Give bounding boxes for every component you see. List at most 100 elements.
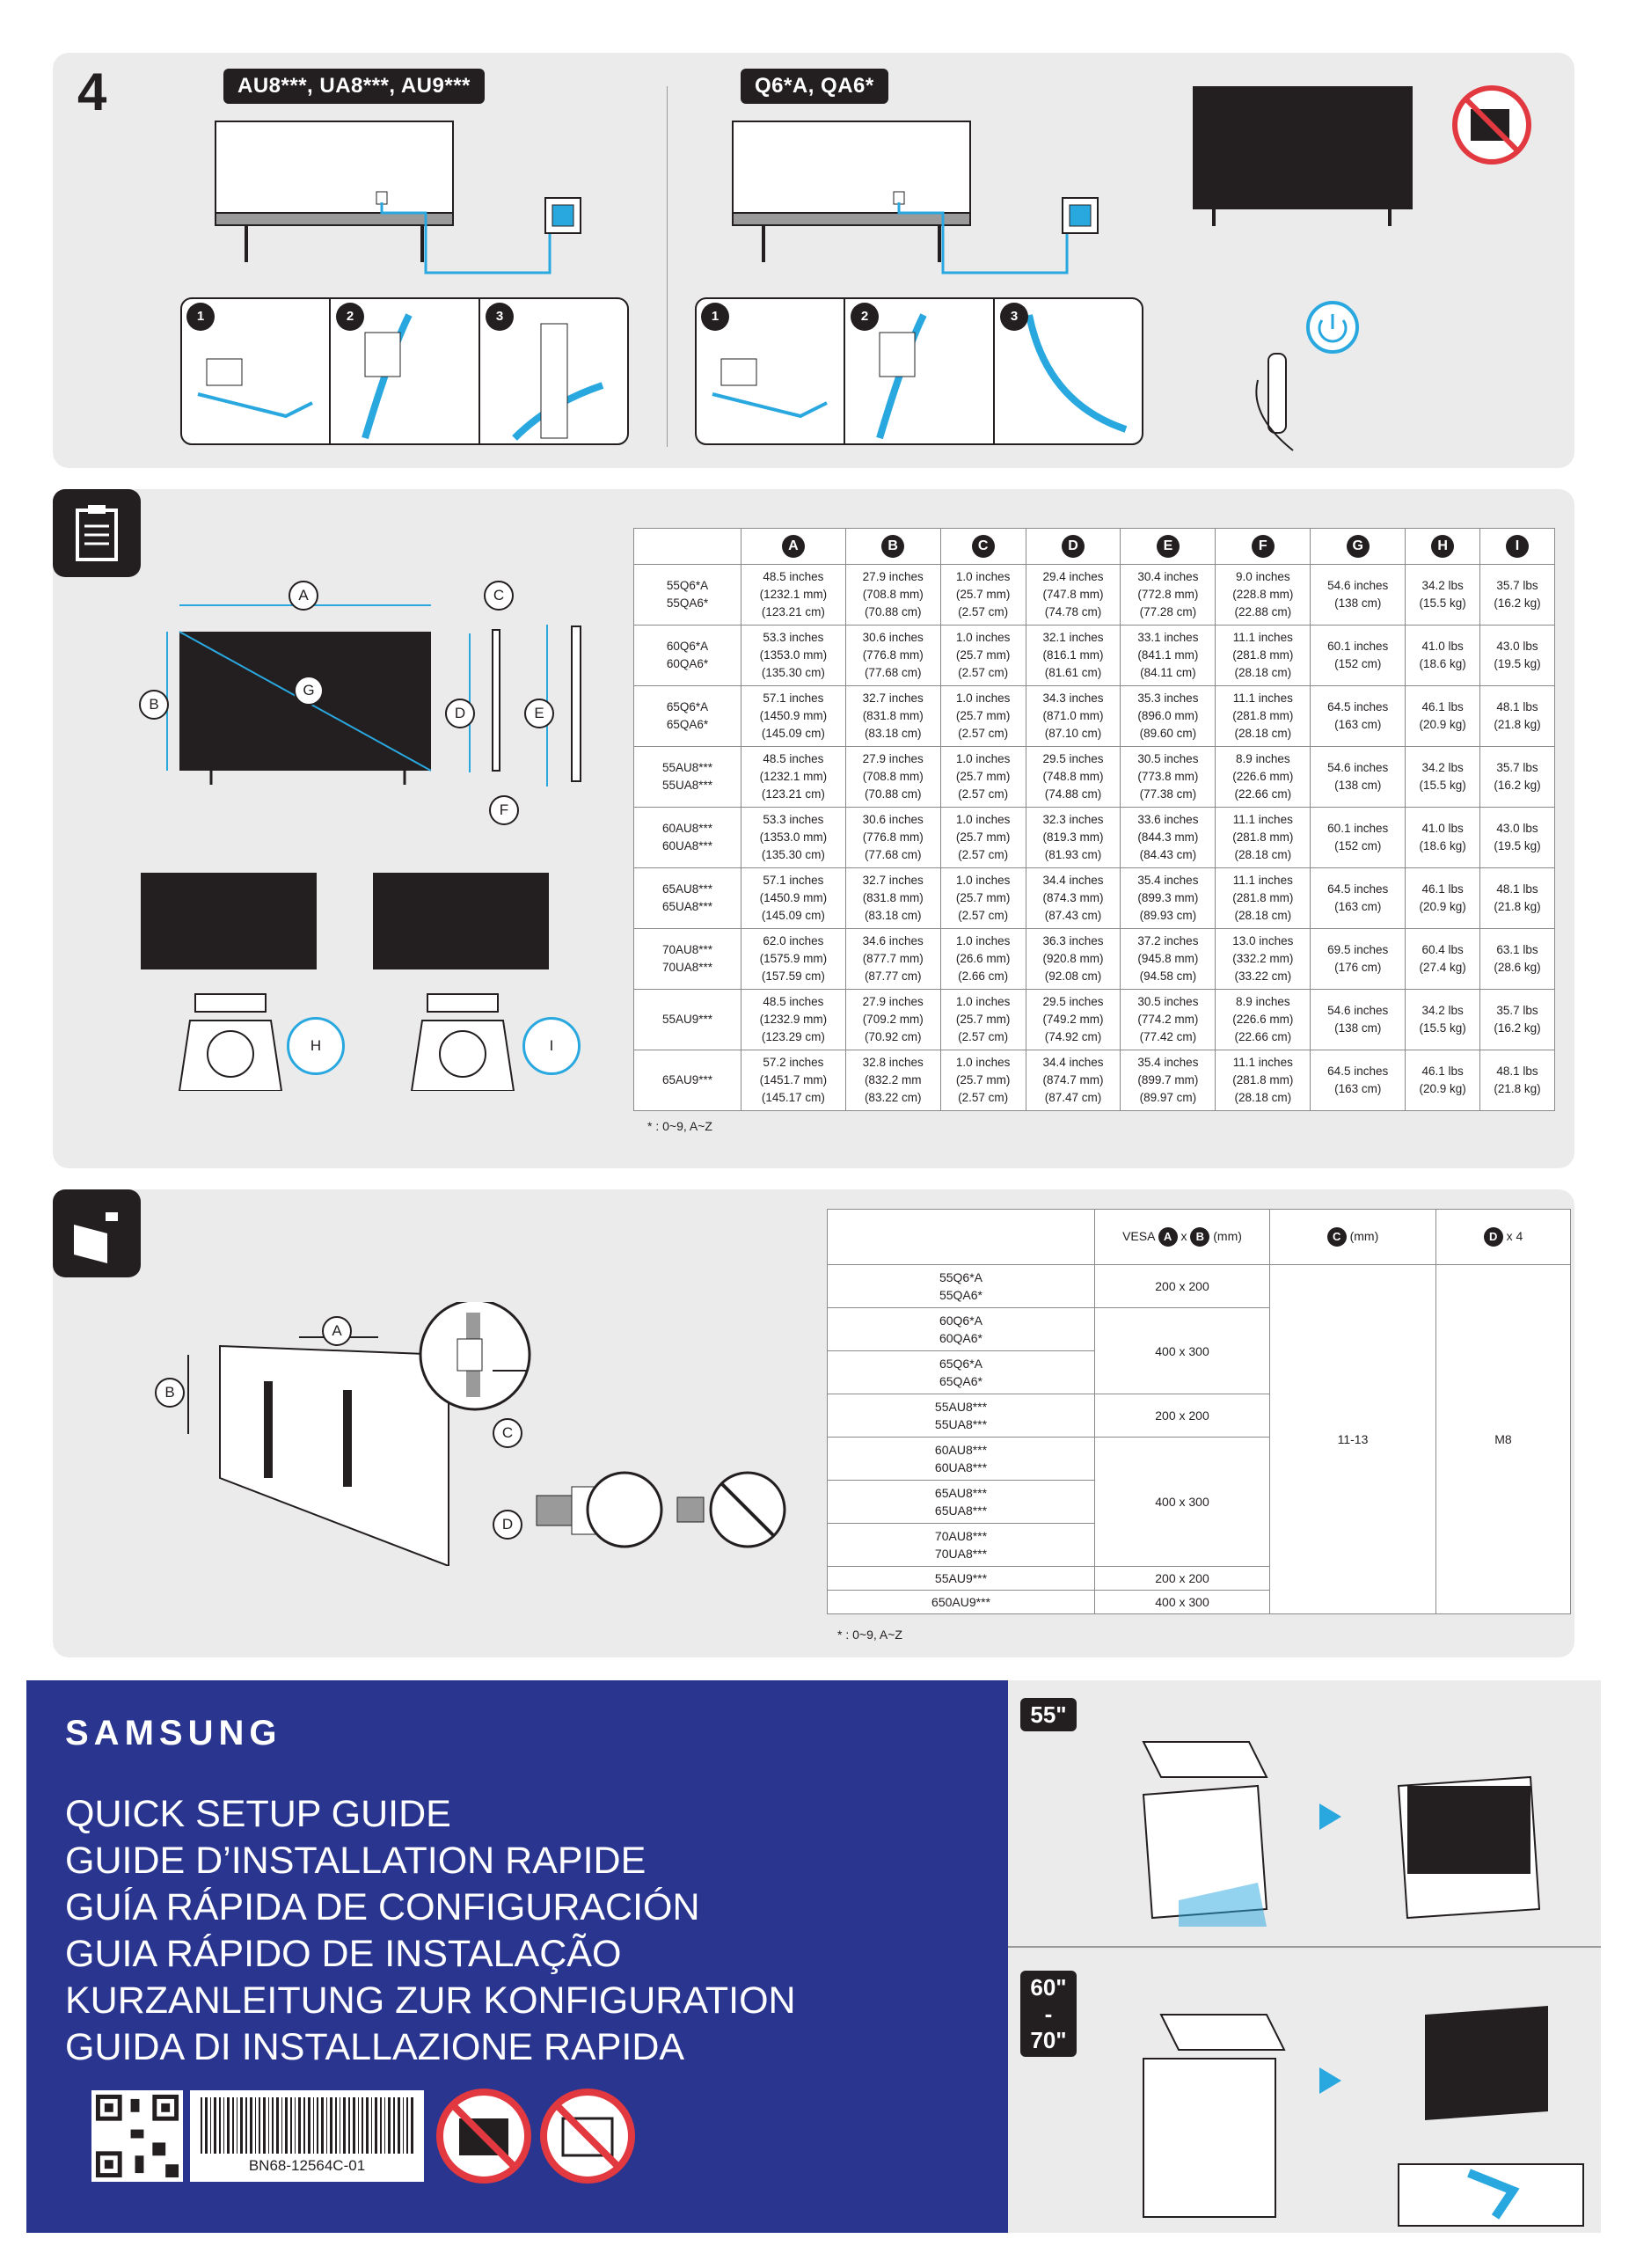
- spec-row: 55AU9***48.5 inches (1232.9 mm) (123.29 …: [633, 989, 1555, 1050]
- spec-cell-h: 60.4 lbs (27.4 kg): [1405, 928, 1481, 990]
- spec-cell-e: 33.1 inches (841.1 mm) (84.11 cm): [1120, 625, 1216, 686]
- substep-badge-2-right: 2: [851, 303, 879, 331]
- vesa-header-x: x: [1180, 1229, 1187, 1243]
- spec-cell-c: 1.0 inches (25.7 mm) (2.57 cm): [939, 625, 1026, 686]
- spec-cell-i: 43.0 lbs (19.5 kg): [1479, 625, 1555, 686]
- spec-cell-d: 32.1 inches (816.1 mm) (81.61 cm): [1025, 625, 1121, 686]
- spec-cell-a: 48.5 inches (1232.9 mm) (123.29 cm): [741, 989, 846, 1050]
- spec-cell-g: 64.5 inches (163 cm): [1310, 685, 1406, 747]
- spec-header-e: E: [1120, 528, 1216, 565]
- spec-header-d: D: [1025, 528, 1121, 565]
- spec-header-g-label: G: [1346, 535, 1370, 558]
- spec-cell-f: 8.9 inches (226.6 mm) (22.66 cm): [1215, 746, 1311, 808]
- unpacking-panel: [1008, 1680, 1601, 2233]
- vesa-header-unit: (mm): [1213, 1229, 1242, 1243]
- size-tag-55: 55": [1020, 1698, 1077, 1731]
- vesa-size: 400 x 300: [1094, 1590, 1270, 1614]
- guide-title-it: GUIDA DI INSTALLAZIONE RAPIDA: [65, 2026, 685, 2068]
- vesa-d-value: M8: [1435, 1264, 1571, 1614]
- spec-cell-g: 54.6 inches (138 cm): [1310, 564, 1406, 626]
- spec-cell-c: 1.0 inches (25.7 mm) (2.57 cm): [939, 1050, 1026, 1111]
- cable-routing-steps-right-illustration: [695, 297, 1143, 445]
- spec-header-c-label: C: [971, 535, 995, 558]
- substeps-right: [695, 297, 1143, 445]
- spec-cell-f: 11.1 inches (281.8 mm) (28.18 cm): [1215, 1050, 1311, 1111]
- no-pressing-screen-icon-2: [436, 2089, 531, 2184]
- spec-cell-d: 34.3 inches (871.0 mm) (87.10 cm): [1025, 685, 1121, 747]
- spec-cell-h: 41.0 lbs (18.6 kg): [1405, 807, 1481, 868]
- spec-cell-g: 64.5 inches (163 cm): [1310, 1050, 1406, 1111]
- spec-cell-f: 11.1 inches (281.8 mm) (28.18 cm): [1215, 807, 1311, 868]
- vesa-row: 65Q6*A 65QA6*: [827, 1350, 1571, 1394]
- spec-cell-c: 1.0 inches (25.7 mm) (2.57 cm): [939, 564, 1026, 626]
- spec-header-h-label: H: [1431, 535, 1455, 558]
- substeps-left: [180, 297, 629, 445]
- spec-cell-c: 1.0 inches (25.7 mm) (2.57 cm): [939, 746, 1026, 808]
- spec-model: 55AU8*** 55UA8***: [633, 746, 741, 808]
- dim-label-i: I: [522, 1017, 581, 1075]
- vesa-header-b: B: [1190, 1227, 1210, 1247]
- unpacking-60-70-illustration: [1143, 2006, 1584, 2227]
- models-right-tag: Q6*A, QA6*: [741, 69, 888, 104]
- spec-cell-h: 34.2 lbs (15.5 kg): [1405, 746, 1481, 808]
- spec-cell-a: 53.3 inches (1353.0 mm) (135.30 cm): [741, 807, 846, 868]
- vesa-header-d: D x 4: [1435, 1209, 1571, 1265]
- spec-cell-b: 30.6 inches (776.8 mm) (77.68 cm): [844, 625, 941, 686]
- vesa-row: 650AU9*** 400 x 300: [827, 1590, 1571, 1614]
- spec-cell-g: 64.5 inches (163 cm): [1310, 867, 1406, 929]
- spec-cell-f: 13.0 inches (332.2 mm) (33.22 cm): [1215, 928, 1311, 990]
- dim-label-h: H: [287, 1017, 345, 1075]
- spec-cell-i: 48.1 lbs (21.8 kg): [1479, 1050, 1555, 1111]
- wall-mount-diagram: [187, 1302, 786, 1566]
- vesa-row: 55AU8*** 55UA8*** 200 x 200: [827, 1394, 1571, 1438]
- guide-title-en: QUICK SETUP GUIDE: [65, 1793, 451, 1835]
- spec-table-body: 55Q6*A 55QA6*48.5 inches (1232.1 mm) (12…: [633, 564, 1555, 1111]
- spec-cell-e: 35.3 inches (896.0 mm) (89.60 cm): [1120, 685, 1216, 747]
- spec-cell-i: 35.7 lbs (16.2 kg): [1479, 989, 1555, 1050]
- spec-cell-g: 60.1 inches (152 cm): [1310, 807, 1406, 868]
- vesa-prefix: VESA: [1122, 1229, 1155, 1243]
- spec-row: 55AU8*** 55UA8***48.5 inches (1232.1 mm)…: [633, 746, 1555, 808]
- dim-label-e: E: [524, 699, 554, 728]
- vesa-model: 55AU9***: [827, 1566, 1095, 1591]
- guide-titles: QUICK SETUP GUIDE GUIDE D’INSTALLATION R…: [65, 1791, 796, 2071]
- models-left-tag: AU8***, UA8***, AU9***: [223, 69, 485, 104]
- vesa-row: 55Q6*A 55QA6* 200 x 200 11-13 M8: [827, 1264, 1571, 1614]
- spec-cell-d: 32.3 inches (819.3 mm) (81.93 cm): [1025, 807, 1121, 868]
- spec-cell-d: 34.4 inches (874.3 mm) (87.43 cm): [1025, 867, 1121, 929]
- spec-cell-h: 46.1 lbs (20.9 kg): [1405, 867, 1481, 929]
- spec-header-d-label: D: [1062, 535, 1085, 558]
- vesa-size: 200 x 200: [1094, 1566, 1270, 1591]
- spec-header-e-label: E: [1156, 535, 1180, 558]
- vesa-header-c-unit: (mm): [1349, 1229, 1379, 1243]
- tv-dimensions-diagram: [141, 604, 581, 1091]
- spec-model: 55Q6*A 55QA6*: [633, 564, 741, 626]
- spec-cell-h: 34.2 lbs (15.5 kg): [1405, 989, 1481, 1050]
- mount-label-b: B: [155, 1378, 185, 1408]
- spec-cell-d: 29.5 inches (748.8 mm) (74.88 cm): [1025, 746, 1121, 808]
- spec-cell-f: 9.0 inches (228.8 mm) (22.88 cm): [1215, 564, 1311, 626]
- spec-cell-f: 11.1 inches (281.8 mm) (28.18 cm): [1215, 625, 1311, 686]
- vesa-header-c-label: C: [1326, 1227, 1347, 1247]
- spec-header-a-label: A: [781, 535, 805, 558]
- spec-cell-i: 35.7 lbs (16.2 kg): [1479, 564, 1555, 626]
- spec-cell-h: 34.2 lbs (15.5 kg): [1405, 564, 1481, 626]
- vesa-c-value: 11-13: [1269, 1264, 1436, 1614]
- spec-cell-b: 32.7 inches (831.8 mm) (83.18 cm): [844, 685, 941, 747]
- spec-model: 70AU8*** 70UA8***: [633, 928, 741, 990]
- mount-label-d: D: [493, 1510, 522, 1540]
- spec-cell-e: 35.4 inches (899.7 mm) (89.97 cm): [1120, 1050, 1216, 1111]
- vesa-size: 400 x 300: [1094, 1437, 1270, 1567]
- spec-cell-g: 54.6 inches (138 cm): [1310, 746, 1406, 808]
- vesa-header-d-label: D: [1483, 1227, 1503, 1247]
- dim-label-d: D: [445, 699, 475, 728]
- tv-power-on-illustration: [1193, 86, 1413, 451]
- spec-cell-a: 53.3 inches (1353.0 mm) (135.30 cm): [741, 625, 846, 686]
- spec-model: 60AU8*** 60UA8***: [633, 807, 741, 868]
- spec-cell-e: 37.2 inches (945.8 mm) (94.58 cm): [1120, 928, 1216, 990]
- vesa-model: 65AU8*** 65UA8***: [827, 1480, 1095, 1524]
- vesa-model: 70AU8*** 70UA8***: [827, 1523, 1095, 1567]
- dim-label-f: F: [489, 795, 519, 825]
- tv-cable-illustration-left: [215, 121, 581, 274]
- dim-label-a: A: [289, 581, 318, 611]
